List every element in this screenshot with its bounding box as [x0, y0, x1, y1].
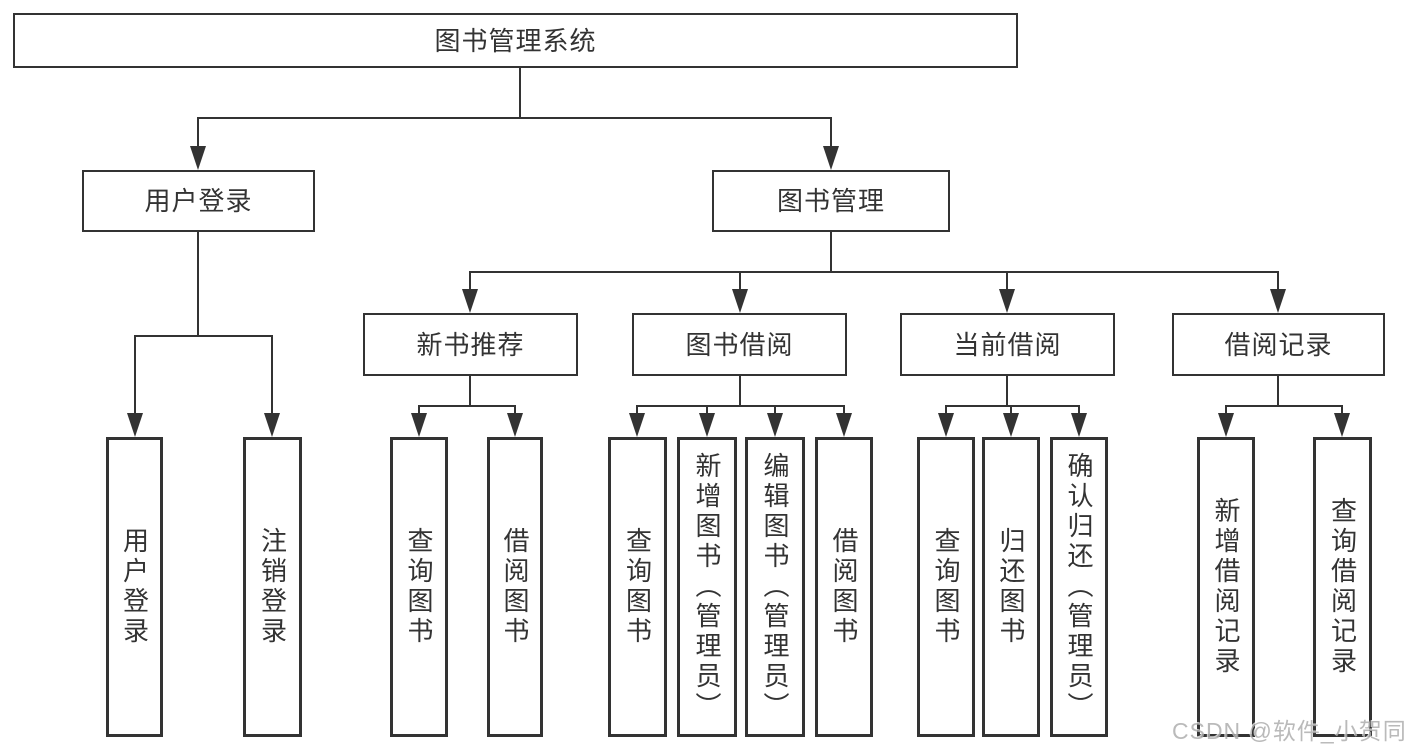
connector-line	[635, 404, 846, 408]
node-label-root: 图书管理系统	[434, 25, 597, 56]
connector-line	[518, 68, 522, 118]
node-leaf-bb-borrow-book: 借阅图书	[815, 437, 873, 737]
arrowhead-down-icon	[1003, 413, 1019, 437]
arrowhead-down-icon	[1270, 289, 1286, 313]
connector-line	[196, 116, 833, 120]
node-label-new-book-rec: 新书推荐	[416, 329, 525, 360]
connector-line	[468, 272, 472, 293]
arrowhead-down-icon	[999, 289, 1015, 313]
arrowhead-down-icon	[732, 289, 748, 313]
connector-line	[270, 336, 274, 417]
node-label-leaf-cb-query-book: 查询图书	[931, 527, 961, 647]
connector-line	[1276, 376, 1280, 406]
node-leaf-nbr-query-book: 查询图书	[390, 437, 448, 737]
node-leaf-user-login: 用户登录	[106, 437, 163, 737]
node-label-book-mgmt: 图书管理	[776, 186, 885, 216]
node-leaf-logout: 注销登录	[243, 437, 302, 737]
node-leaf-br-add-record: 新增借阅记录	[1197, 437, 1255, 737]
node-leaf-bb-edit-book: 编辑图书（管理员）	[745, 437, 805, 737]
connector-line	[738, 272, 742, 293]
connector-line	[738, 376, 742, 406]
node-label-leaf-logout: 注销登录	[257, 527, 288, 647]
connector-line	[1009, 406, 1013, 417]
node-label-leaf-bb-borrow-book: 借阅图书	[829, 527, 859, 647]
node-leaf-cb-confirm-return: 确认归还（管理员）	[1050, 437, 1108, 737]
connector-line	[417, 404, 517, 408]
connector-line	[1276, 272, 1280, 293]
connector-line	[196, 118, 200, 150]
arrowhead-down-icon	[1218, 413, 1234, 437]
arrowhead-down-icon	[264, 413, 280, 437]
connector-line	[829, 232, 833, 272]
connector-line	[944, 404, 1081, 408]
node-label-leaf-user-login: 用户登录	[119, 527, 150, 647]
connector-line	[1005, 376, 1009, 406]
connector-line	[842, 406, 846, 417]
node-label-leaf-bb-add-book: 新增图书（管理员）	[692, 452, 722, 722]
node-label-leaf-br-add-record: 新增借阅记录	[1211, 497, 1241, 677]
arrowhead-down-icon	[823, 146, 839, 170]
arrowhead-down-icon	[629, 413, 645, 437]
node-label-leaf-cb-return-book: 归还图书	[996, 527, 1026, 647]
node-new-book-rec: 新书推荐	[363, 313, 578, 376]
connector-line	[1340, 406, 1344, 417]
node-leaf-bb-add-book: 新增图书（管理员）	[677, 437, 737, 737]
node-leaf-nbr-borrow-book: 借阅图书	[487, 437, 543, 737]
connector-line	[944, 406, 948, 417]
node-label-leaf-bb-edit-book: 编辑图书（管理员）	[760, 452, 790, 722]
connector-line	[773, 406, 777, 417]
node-label-borrow-records: 借阅记录	[1224, 329, 1333, 360]
node-label-book-borrow: 图书借阅	[685, 329, 794, 360]
node-user-login: 用户登录	[82, 170, 315, 232]
node-root: 图书管理系统	[13, 13, 1018, 68]
node-current-borrow: 当前借阅	[900, 313, 1115, 376]
arrowhead-down-icon	[190, 146, 206, 170]
node-label-leaf-nbr-query-book: 查询图书	[404, 527, 434, 647]
connector-line	[829, 118, 833, 150]
arrowhead-down-icon	[507, 413, 523, 437]
arrowhead-down-icon	[411, 413, 427, 437]
connector-line	[468, 270, 1280, 274]
arrowhead-down-icon	[462, 289, 478, 313]
connector-line	[1005, 272, 1009, 293]
arrowhead-down-icon	[836, 413, 852, 437]
node-book-mgmt: 图书管理	[712, 170, 950, 232]
node-label-leaf-nbr-borrow-book: 借阅图书	[500, 527, 530, 647]
node-book-borrow: 图书借阅	[632, 313, 847, 376]
connector-line	[1224, 406, 1228, 417]
csdn-watermark: CSDN @软件_小贺同学	[1172, 718, 1405, 744]
node-borrow-records: 借阅记录	[1172, 313, 1385, 376]
node-leaf-bb-query-book: 查询图书	[608, 437, 667, 737]
node-label-leaf-cb-confirm-return: 确认归还（管理员）	[1064, 452, 1094, 722]
arrowhead-down-icon	[699, 413, 715, 437]
connector-line	[468, 376, 472, 406]
arrowhead-down-icon	[1071, 413, 1087, 437]
connector-line	[635, 406, 639, 417]
arrowhead-down-icon	[938, 413, 954, 437]
connector-line	[513, 406, 517, 417]
connector-line	[1077, 406, 1081, 417]
node-label-current-borrow: 当前借阅	[953, 329, 1062, 360]
node-label-leaf-bb-query-book: 查询图书	[622, 527, 653, 647]
node-leaf-cb-return-book: 归还图书	[982, 437, 1040, 737]
connector-line	[705, 406, 709, 417]
connector-line	[196, 232, 200, 336]
node-leaf-br-query-record: 查询借阅记录	[1313, 437, 1372, 737]
arrowhead-down-icon	[127, 413, 143, 437]
arrowhead-down-icon	[1334, 413, 1350, 437]
connector-line	[417, 406, 421, 417]
connector-line	[133, 336, 137, 417]
arrowhead-down-icon	[767, 413, 783, 437]
node-label-leaf-br-query-record: 查询借阅记录	[1327, 497, 1358, 677]
connector-line	[133, 334, 274, 338]
connector-line	[1224, 404, 1344, 408]
node-label-user-login: 用户登录	[144, 186, 253, 216]
node-leaf-cb-query-book: 查询图书	[917, 437, 975, 737]
